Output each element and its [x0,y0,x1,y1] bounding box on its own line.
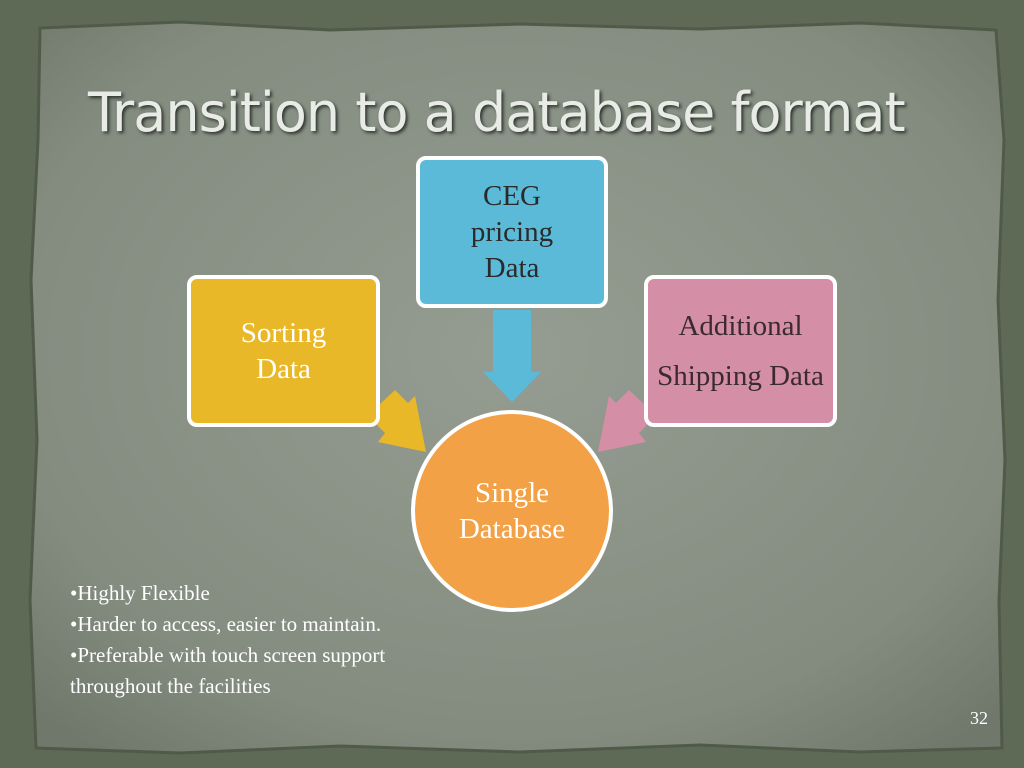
arrow-sorting-to-database [372,390,426,452]
ceg-line-2: pricing [470,215,554,248]
sorting-line-2: Data [256,353,311,385]
arrow-additional-to-database [598,390,652,452]
ceg-pricing-data-box: CEG pricing Data [416,156,608,308]
ceg-line-1: CEG [483,179,541,212]
database-line-1: Single [474,476,550,509]
bullet-item-flexible: •Highly Flexible [70,581,210,605]
sorting-data-box: Sorting Data [187,275,380,427]
bullet-item-access: •Harder to access, easier to maintain. [70,612,382,636]
slide-title: Transition to a database format [88,81,906,144]
sorting-line-1: Sorting [240,316,327,349]
additional-line-1: Additional [678,309,803,342]
bullet-list: •Highly Flexible •Harder to access, easi… [70,578,440,702]
additional-shipping-data-box: Additional Shipping Data [644,275,837,427]
database-line-2: Database [458,513,566,545]
additional-line-2: Shipping Data [657,360,824,392]
ceg-line-3: Data [484,252,540,285]
page-number: 32 [970,708,988,728]
single-database-circle: Single Database [411,410,613,612]
arrow-ceg-to-database [483,310,541,402]
bullet-item-touch-screen: •Preferable with touch screen support th… [70,643,386,698]
